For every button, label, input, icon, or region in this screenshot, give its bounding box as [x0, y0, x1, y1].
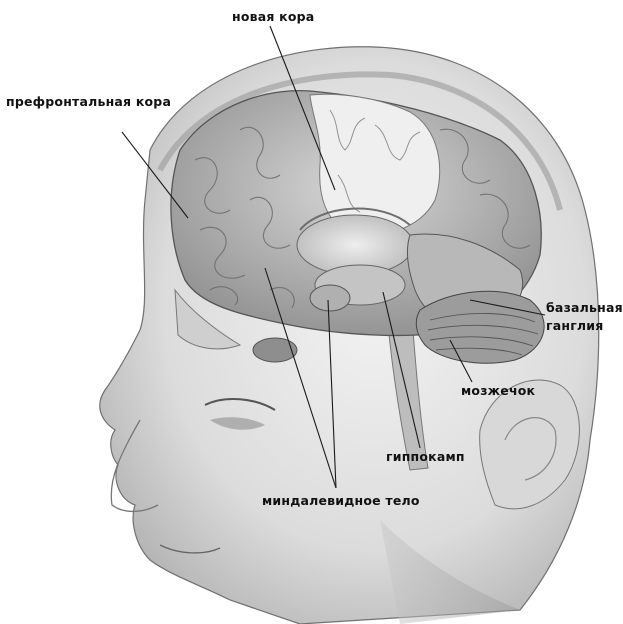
label-hippocampus: гиппокамп — [386, 449, 465, 464]
label-cerebellum: мозжечок — [461, 383, 536, 398]
label-basal-line2: ганглия — [546, 318, 603, 333]
label-amygdala: миндалевидное тело — [262, 493, 420, 508]
label-basal-line1: базальная — [546, 300, 623, 315]
label-prefrontal-cortex: префронтальная кора — [6, 94, 171, 109]
label-neocortex: новая кора — [232, 9, 314, 24]
